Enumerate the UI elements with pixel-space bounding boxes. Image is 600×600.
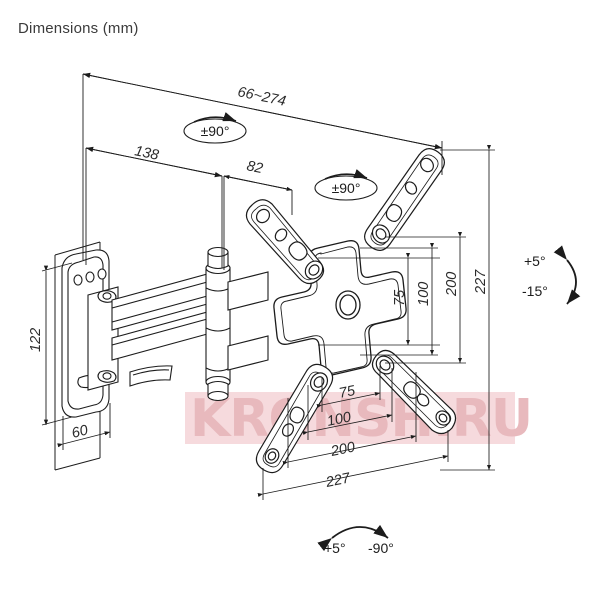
dim-label-vesa-v-75: 75 [392, 289, 408, 306]
dim-arm-segment-1 [85, 146, 223, 268]
dim-label-vesa-v-100: 100 [416, 282, 432, 306]
vesa-arm-upper-left [245, 199, 325, 285]
dim-wall-plate-width [57, 403, 111, 450]
wall-pivot-block [87, 286, 119, 391]
dim-label-122: 122 [28, 328, 44, 352]
arm-pivot-cylinder [205, 246, 231, 402]
dim-vesa-vertical-group [318, 144, 495, 471]
annotation-swivel-base: ±90° [183, 112, 247, 144]
dim-label-plate-w-227: 227 [324, 470, 353, 491]
vesa-arm-lower-right [371, 349, 457, 435]
dim-label-138: 138 [133, 143, 160, 164]
annotation-swivel-head: ±90° [314, 169, 378, 201]
annotation-swivel-head-label: ±90° [332, 180, 361, 196]
annotation-tilt-down-label: -15° [522, 283, 548, 299]
dim-wall-plate-height [41, 262, 73, 426]
dim-label-vesa-h-75: 75 [338, 383, 358, 402]
dim-label-plate-h-227: 227 [473, 269, 489, 295]
vesa-arm-upper-right [364, 148, 445, 251]
watermark-text: KRONSH.RU [190, 389, 532, 449]
annotation-rotate-neg-label: -90° [368, 540, 394, 556]
annotation-rotate: +5° -90° [317, 524, 394, 556]
dim-label-vesa-h-200: 200 [329, 439, 357, 460]
dim-extension-range [82, 72, 443, 260]
dim-arm-segment-2 [223, 174, 293, 270]
dim-vesa-horizontal-group [257, 366, 449, 500]
vesa-center-plate [273, 240, 407, 376]
dim-label-60: 60 [70, 422, 90, 441]
watermark: KRONSH.RU [185, 389, 533, 449]
annotation-rotate-pos-label: +5° [324, 540, 346, 556]
dim-label-vesa-v-200: 200 [444, 272, 460, 297]
annotation-tilt-up-label: +5° [524, 253, 546, 269]
extension-arm [111, 269, 223, 387]
page-title: Dimensions (mm) [18, 20, 139, 37]
tilt-head-bridge [227, 271, 269, 371]
annotation-tilt: +5° -15° [522, 245, 581, 305]
dim-label-82: 82 [245, 158, 264, 177]
annotation-swivel-base-label: ±90° [201, 123, 230, 139]
dim-label-extension-range: 66~274 [236, 84, 287, 109]
dim-label-vesa-h-100: 100 [326, 409, 353, 430]
